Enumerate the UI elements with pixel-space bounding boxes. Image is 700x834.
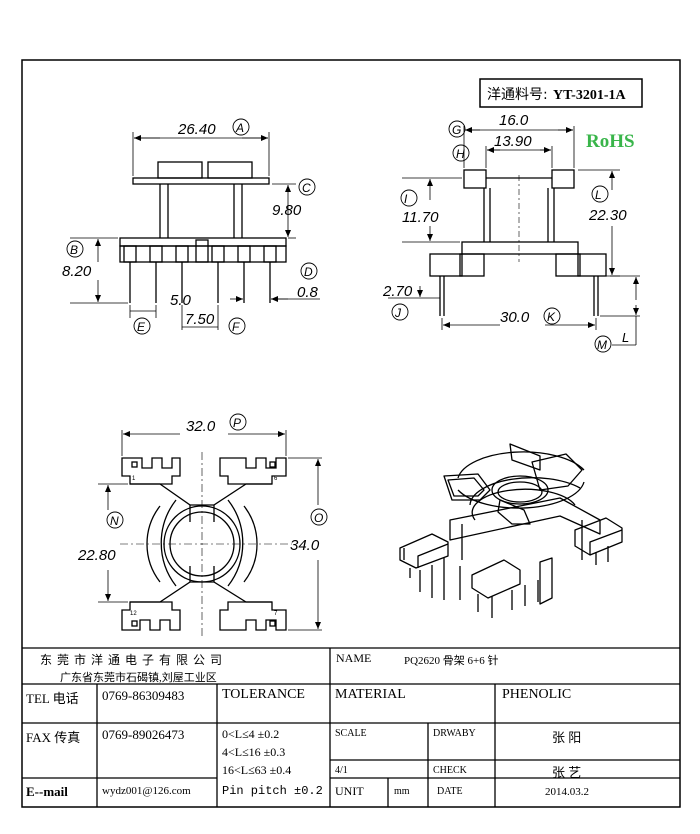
tolerance-row-3: 16<L≤63 ±0.4 bbox=[222, 763, 292, 777]
dim-p-tag: P bbox=[233, 416, 241, 430]
dim-f-tag: F bbox=[232, 320, 240, 334]
company-address: 广东省东莞市石碣镇,刘屋工业区 bbox=[60, 672, 217, 684]
material-value: PHENOLIC bbox=[502, 687, 572, 702]
tel-value: 0769-86309483 bbox=[102, 688, 185, 703]
pin-1-label: 1 bbox=[132, 476, 136, 482]
dim-b-value: 8.20 bbox=[62, 263, 92, 280]
dim-d-tag: D bbox=[304, 265, 313, 279]
scale-label: SCALE bbox=[335, 728, 367, 739]
dim-c-tag: C bbox=[302, 181, 311, 195]
date-label: DATE bbox=[437, 786, 463, 797]
pin-7-label: 7 bbox=[274, 611, 278, 617]
dim-g-tag: G bbox=[452, 123, 461, 137]
tolerance-label: TOLERANCE bbox=[222, 687, 305, 702]
dim-j-tag: J bbox=[394, 306, 402, 320]
dim-i-tag: I bbox=[404, 192, 408, 206]
dim-g-value: 16.0 bbox=[499, 112, 529, 129]
dim-l-length-label: L bbox=[622, 330, 629, 345]
title-block: 东 莞 市 洋 通 电 子 有 限 公 司 广东省东莞市石碣镇,刘屋工业区 NA… bbox=[22, 648, 680, 807]
dim-k-value: 30.0 bbox=[500, 309, 530, 326]
dim-b-tag: B bbox=[70, 243, 78, 257]
rohs-mark: RoHS bbox=[586, 131, 635, 152]
tolerance-row-1: 0<L≤4 ±0.2 bbox=[222, 727, 280, 741]
side-dimensions bbox=[388, 126, 640, 346]
dim-p-value: 32.0 bbox=[186, 418, 216, 435]
bottom-centerlines bbox=[120, 452, 292, 638]
name-label: NAME bbox=[336, 651, 372, 665]
check-value: 张 艺 bbox=[552, 765, 582, 780]
dim-l-value: 22.30 bbox=[588, 207, 627, 224]
tolerance-row-4: Pin pitch ±0.2 bbox=[222, 784, 323, 798]
dim-m-tag: M bbox=[597, 338, 607, 352]
isometric-view bbox=[399, 443, 623, 618]
tel-label: TEL 电话 bbox=[26, 691, 79, 706]
front-view bbox=[119, 161, 287, 303]
dim-o-value: 34.0 bbox=[290, 537, 320, 554]
side-view bbox=[429, 169, 607, 316]
company-name: 东 莞 市 洋 通 电 子 有 限 公 司 bbox=[40, 653, 224, 667]
email-value: wydz001@126.com bbox=[102, 785, 191, 797]
pin-12-label: 12 bbox=[130, 611, 137, 617]
date-value: 2014.03.2 bbox=[545, 786, 589, 798]
dim-k-tag: K bbox=[547, 310, 556, 324]
dim-h-tag: H bbox=[456, 147, 465, 161]
dim-n-value: 22.80 bbox=[77, 547, 116, 564]
drawby-value: 张 阳 bbox=[552, 730, 582, 745]
dim-e-value: 5.0 bbox=[170, 292, 192, 309]
bottom-dimensions bbox=[98, 430, 322, 631]
dim-h-value: 13.90 bbox=[494, 133, 532, 150]
side-dim-labels: G 16.0 H 13.90 I 11.70 L 22.30 2.70 J 30… bbox=[382, 112, 629, 353]
scale-value: 4/1 bbox=[335, 765, 348, 776]
drawby-label: DRWABY bbox=[433, 728, 476, 739]
unit-value: mm bbox=[394, 786, 410, 797]
dim-n-tag: N bbox=[110, 514, 119, 528]
email-label: E--mail bbox=[26, 784, 68, 799]
check-label: CHECK bbox=[433, 765, 467, 776]
part-number-label: 洋通料号: bbox=[487, 87, 548, 103]
unit-label: UNIT bbox=[335, 784, 364, 798]
tolerance-row-2: 4<L≤16 ±0.3 bbox=[222, 745, 286, 759]
fax-value: 0769-89026473 bbox=[102, 727, 185, 742]
dim-i-value: 11.70 bbox=[402, 209, 439, 226]
title-block-grid bbox=[22, 647, 680, 807]
dim-a-tag: A bbox=[235, 121, 244, 135]
dim-f-value: 7.50 bbox=[185, 311, 215, 328]
material-label: MATERIAL bbox=[335, 687, 406, 702]
sheet-border bbox=[21, 59, 681, 808]
part-number: YT-3201-1A bbox=[553, 88, 626, 103]
name-value: PQ2620 骨架 6+6 针 bbox=[404, 655, 499, 667]
dim-l-tag: L bbox=[595, 188, 602, 202]
bottom-dim-labels: 32.0 P N 22.80 O 34.0 1 6 7 12 bbox=[77, 413, 328, 617]
front-dimensions bbox=[70, 132, 320, 330]
part-number-box bbox=[479, 78, 643, 108]
dim-o-tag: O bbox=[314, 511, 323, 525]
front-dim-labels: 26.40 A C 9.80 B 8.20 D 0.8 5.0 E 7.50 F bbox=[62, 118, 319, 335]
dim-c-value: 9.80 bbox=[272, 202, 302, 219]
dim-d-value: 0.8 bbox=[297, 284, 319, 301]
dim-e-tag: E bbox=[137, 320, 146, 334]
dim-j-value: 2.70 bbox=[382, 283, 413, 300]
dim-a-value: 26.40 bbox=[177, 121, 216, 138]
fax-label: FAX 传真 bbox=[26, 730, 81, 745]
pin-6-label: 6 bbox=[274, 476, 278, 482]
